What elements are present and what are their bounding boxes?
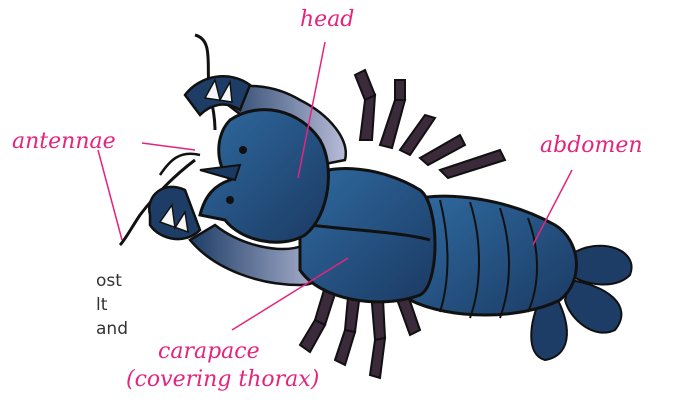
cropped-text-line-2: lt <box>96 295 107 315</box>
label-carapace-sub: (covering thorax) <box>126 368 319 392</box>
legs-top <box>355 70 505 178</box>
eye-lower <box>226 196 234 204</box>
label-carapace: carapace <box>158 340 260 364</box>
claw-lower-pincer <box>149 187 200 239</box>
label-head: head <box>300 8 354 32</box>
eye-upper <box>239 146 247 154</box>
line-antennae-lower <box>98 150 122 240</box>
line-antennae <box>142 143 195 150</box>
label-antennae: antennae <box>12 130 116 154</box>
cropped-text-line-3: and <box>96 319 128 339</box>
rostrum <box>200 165 240 180</box>
cropped-text-line-1: ost <box>96 271 122 291</box>
label-abdomen: abdomen <box>540 134 643 158</box>
